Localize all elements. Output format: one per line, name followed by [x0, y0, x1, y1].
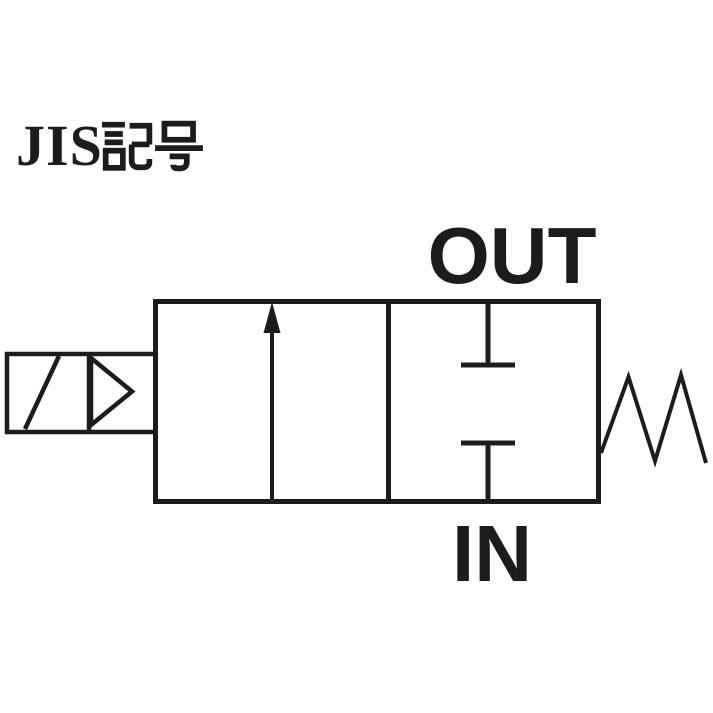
- solenoid-actuator-icon: [4, 351, 158, 435]
- kanji-gou-stroke: [169, 153, 190, 172]
- valve-body: [153, 299, 601, 504]
- kanji-ki-stroke: [129, 122, 153, 145]
- kanji-ki-stroke: [128, 144, 153, 171]
- page-title-latin: JIS: [16, 113, 103, 178]
- flow-arrow-icon: [263, 302, 281, 502]
- flow-arrow-head: [263, 302, 281, 333]
- blocked-port-out-icon: [461, 301, 515, 368]
- page-title-kanji-glyphs: [102, 120, 203, 172]
- pilot-triangle-icon: [88, 353, 136, 430]
- out-port-label: OUT: [427, 211, 597, 300]
- return-spring-icon: [599, 367, 708, 468]
- solenoid-diagonal: [22, 355, 62, 430]
- valve-body-outline: [153, 299, 601, 504]
- kanji-ki-stroke: [102, 147, 126, 171]
- in-port-label: IN: [452, 509, 532, 598]
- blocked-port-in-icon: [461, 440, 515, 502]
- kanji-gou-stroke: [161, 120, 196, 143]
